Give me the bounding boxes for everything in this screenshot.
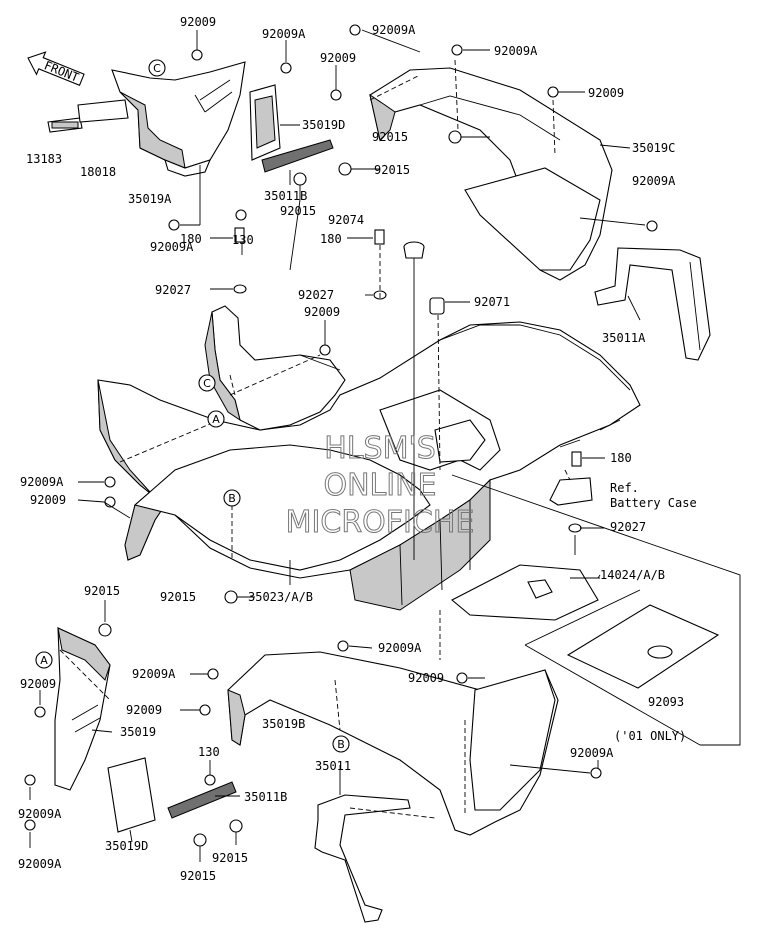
- bracket-35019d-upper: [249, 84, 281, 161]
- label-only-01: ('01 ONLY): [614, 729, 686, 743]
- label-92009a-g: 92009A: [132, 667, 176, 681]
- label-92074: 92074: [328, 213, 364, 227]
- label-92071: 92071: [474, 295, 510, 309]
- label-92009-c: 92009: [588, 86, 624, 100]
- cap-92074: [403, 241, 425, 259]
- label-92015-g: 92015: [180, 869, 216, 883]
- label-92015-a: 92015: [372, 130, 408, 144]
- label-35011b-b: 35011B: [244, 790, 287, 804]
- grommet-92071: [429, 297, 445, 315]
- label-92009-d: 92009: [304, 305, 340, 319]
- label-35019d-a: 35019D: [302, 118, 345, 132]
- label-13183: 13183: [26, 152, 62, 166]
- side-cover-35019a: [111, 61, 246, 177]
- label-35011: 35011: [315, 759, 351, 773]
- svg-text:ONLINE: ONLINE: [323, 468, 436, 503]
- fender-35023: [97, 321, 641, 579]
- label-92027-c: 92027: [610, 520, 646, 534]
- label-130-b: 130: [198, 745, 220, 759]
- cover-14024: [451, 564, 599, 621]
- label-92093: 92093: [648, 695, 684, 709]
- callout-c-mid: C: [198, 374, 216, 392]
- bracket-35011: [314, 794, 411, 923]
- alignment-lines: [59, 59, 571, 819]
- label-92009a-k: 92009A: [18, 857, 62, 871]
- callout-a-mid: A: [207, 410, 225, 428]
- part-labels: 92009 92009A 92009A 92009A 92009 92009 1…: [18, 15, 697, 883]
- svg-text:HLSM'S: HLSM'S: [324, 431, 436, 466]
- label-92009a-f: 92009A: [20, 475, 64, 489]
- plate-18018: [77, 99, 129, 123]
- label-92015-d: 92015: [160, 590, 196, 604]
- callout-b-lower: B: [332, 735, 350, 753]
- svg-text:B: B: [228, 492, 236, 505]
- label-92009-b: 92009: [320, 51, 356, 65]
- label-35023: 35023/A/B: [248, 590, 313, 604]
- front-arrow-label: FRONT: [42, 58, 81, 85]
- label-180-b: 180: [320, 232, 342, 246]
- label-92009-f: 92009: [20, 677, 56, 691]
- callout-c-top: C: [148, 59, 166, 77]
- label-92015-b: 92015: [374, 163, 410, 177]
- callout-a-lower: A: [35, 651, 53, 669]
- svg-text:B: B: [337, 738, 345, 751]
- svg-text:A: A: [40, 654, 48, 667]
- front-arrow: FRONT: [27, 51, 85, 87]
- label-35019d-b: 35019D: [105, 839, 148, 853]
- label-92027-b: 92027: [298, 288, 334, 302]
- reflector-13183: [47, 117, 83, 133]
- label-92015-e: 92015: [84, 584, 120, 598]
- rear-fender-35019b: [227, 651, 559, 836]
- label-ref: Ref.: [610, 481, 639, 495]
- svg-text:A: A: [212, 413, 220, 426]
- label-35019a: 35019A: [128, 192, 172, 206]
- bracket-35011a: [594, 247, 711, 361]
- label-92009a-d: 92009A: [632, 174, 676, 188]
- label-35011a: 35011A: [602, 331, 646, 345]
- label-battery-case: Battery Case: [610, 496, 697, 510]
- label-180-c: 180: [610, 451, 632, 465]
- label-92009a-e: 92009A: [150, 240, 194, 254]
- label-35019c: 35019C: [632, 141, 675, 155]
- label-92009-e: 92009: [30, 493, 66, 507]
- label-92015-f: 92015: [212, 851, 248, 865]
- mudflap-35011b-lower: [167, 781, 237, 819]
- label-35019b: 35019B: [262, 717, 305, 731]
- label-92009a-b: 92009A: [372, 23, 416, 37]
- label-130-a: 130: [232, 233, 254, 247]
- label-92009-h: 92009: [126, 703, 162, 717]
- battery-case-ref-bracket: [549, 477, 593, 506]
- leader-lines: [29, 29, 741, 862]
- label-92009a-j: 92009A: [570, 746, 614, 760]
- label-92027-a: 92027: [155, 283, 191, 297]
- label-92009a-c: 92009A: [494, 44, 538, 58]
- svg-text:C: C: [153, 62, 161, 75]
- bracket-35019d-lower: [107, 757, 156, 833]
- label-180-a: 180: [180, 232, 202, 246]
- front-shroud: [204, 305, 346, 431]
- rear-fender-35019c: [369, 67, 613, 281]
- label-92015-c: 92015: [280, 204, 316, 218]
- gasket-92093: [566, 604, 720, 689]
- label-92009-a: 92009: [180, 15, 216, 29]
- label-92009a-h: 92009A: [378, 641, 422, 655]
- svg-text:MICROFICHE: MICROFICHE: [286, 505, 475, 540]
- callout-b-mid: B: [223, 489, 241, 507]
- label-35011b-a: 35011B: [264, 189, 307, 203]
- label-14024: 14024/A/B: [600, 568, 665, 582]
- label-92009a-i: 92009A: [18, 807, 62, 821]
- side-cover-35019: [54, 627, 111, 791]
- mudflap-35011b-upper: [261, 139, 334, 173]
- svg-text:C: C: [203, 377, 211, 390]
- label-18018: 18018: [80, 165, 116, 179]
- label-92009a-a: 92009A: [262, 27, 306, 41]
- fender-inner-tub: [349, 389, 501, 611]
- watermark: HLSM'S ONLINE MICROFICHE: [285, 431, 475, 541]
- label-92009-g: 92009: [408, 671, 444, 685]
- label-35019: 35019: [120, 725, 156, 739]
